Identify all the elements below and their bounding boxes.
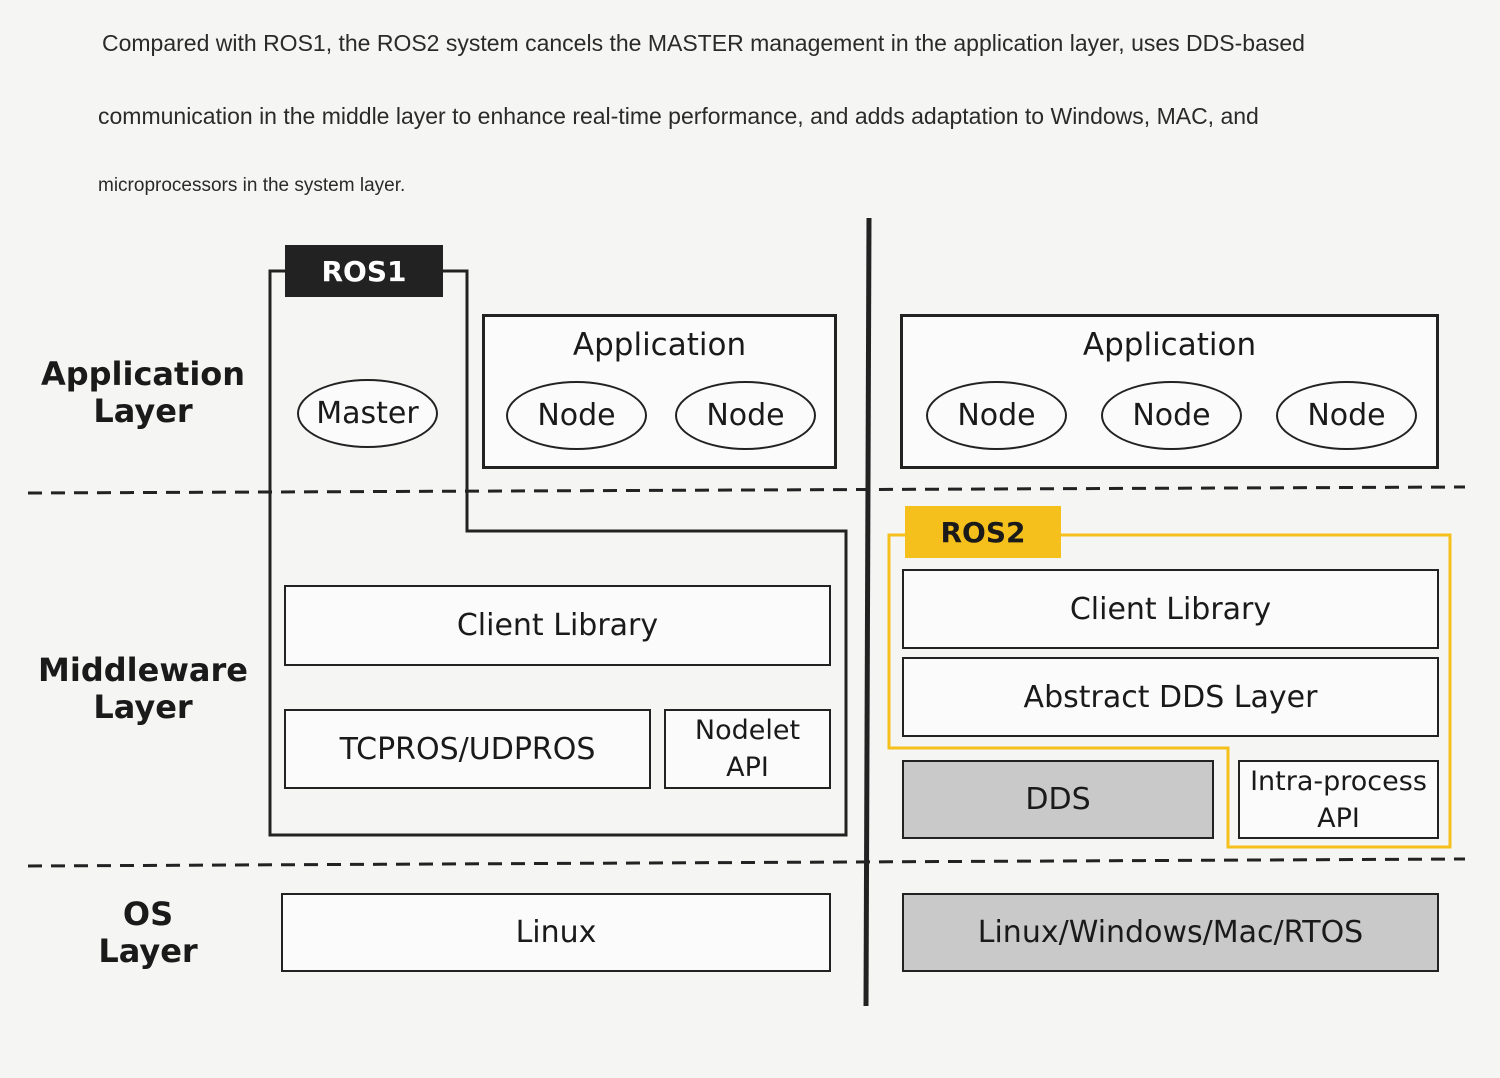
middleware-os-separator <box>27 857 1466 868</box>
ros1-transport-box: TCPROS/UDPROS <box>284 709 651 789</box>
intro-line-1: Compared with ROS1, the ROS2 system canc… <box>102 30 1305 56</box>
ros2-os-box: Linux/Windows/Mac/RTOS <box>902 893 1439 972</box>
nodelet-api-box: Nodelet API <box>664 709 831 789</box>
ros1-application-title: Application <box>572 327 747 363</box>
ros1-ros2-divider <box>863 217 872 1007</box>
intra-process-api-box: Intra-process API <box>1238 760 1439 839</box>
os-layer-label: OS Layer <box>98 895 198 970</box>
ros2-node-2: Node <box>1101 381 1242 450</box>
ros1-node-1: Node <box>506 381 647 450</box>
ros2-node-3: Node <box>1276 381 1417 450</box>
application-layer-label: Application Layer <box>40 355 246 430</box>
ros1-node-2: Node <box>675 381 816 450</box>
ros2-client-library: Client Library <box>902 569 1439 649</box>
intro-line-3: microprocessors in the system layer. <box>98 175 406 196</box>
ros2-application-title: Application <box>1082 327 1257 363</box>
master-node: Master <box>297 379 438 448</box>
middleware-layer-label: Middleware Layer <box>38 651 248 726</box>
intro-line-2: communication in the middle layer to enh… <box>98 103 1259 129</box>
ros1-os-box: Linux <box>281 893 831 972</box>
ros1-tag: ROS1 <box>285 245 443 297</box>
abstract-dds-layer-box: Abstract DDS Layer <box>902 657 1439 737</box>
app-middleware-separator <box>27 485 1466 495</box>
ros1-client-library: Client Library <box>284 585 831 666</box>
ros2-tag: ROS2 <box>905 506 1061 558</box>
ros2-node-1: Node <box>926 381 1067 450</box>
dds-box: DDS <box>902 760 1214 839</box>
